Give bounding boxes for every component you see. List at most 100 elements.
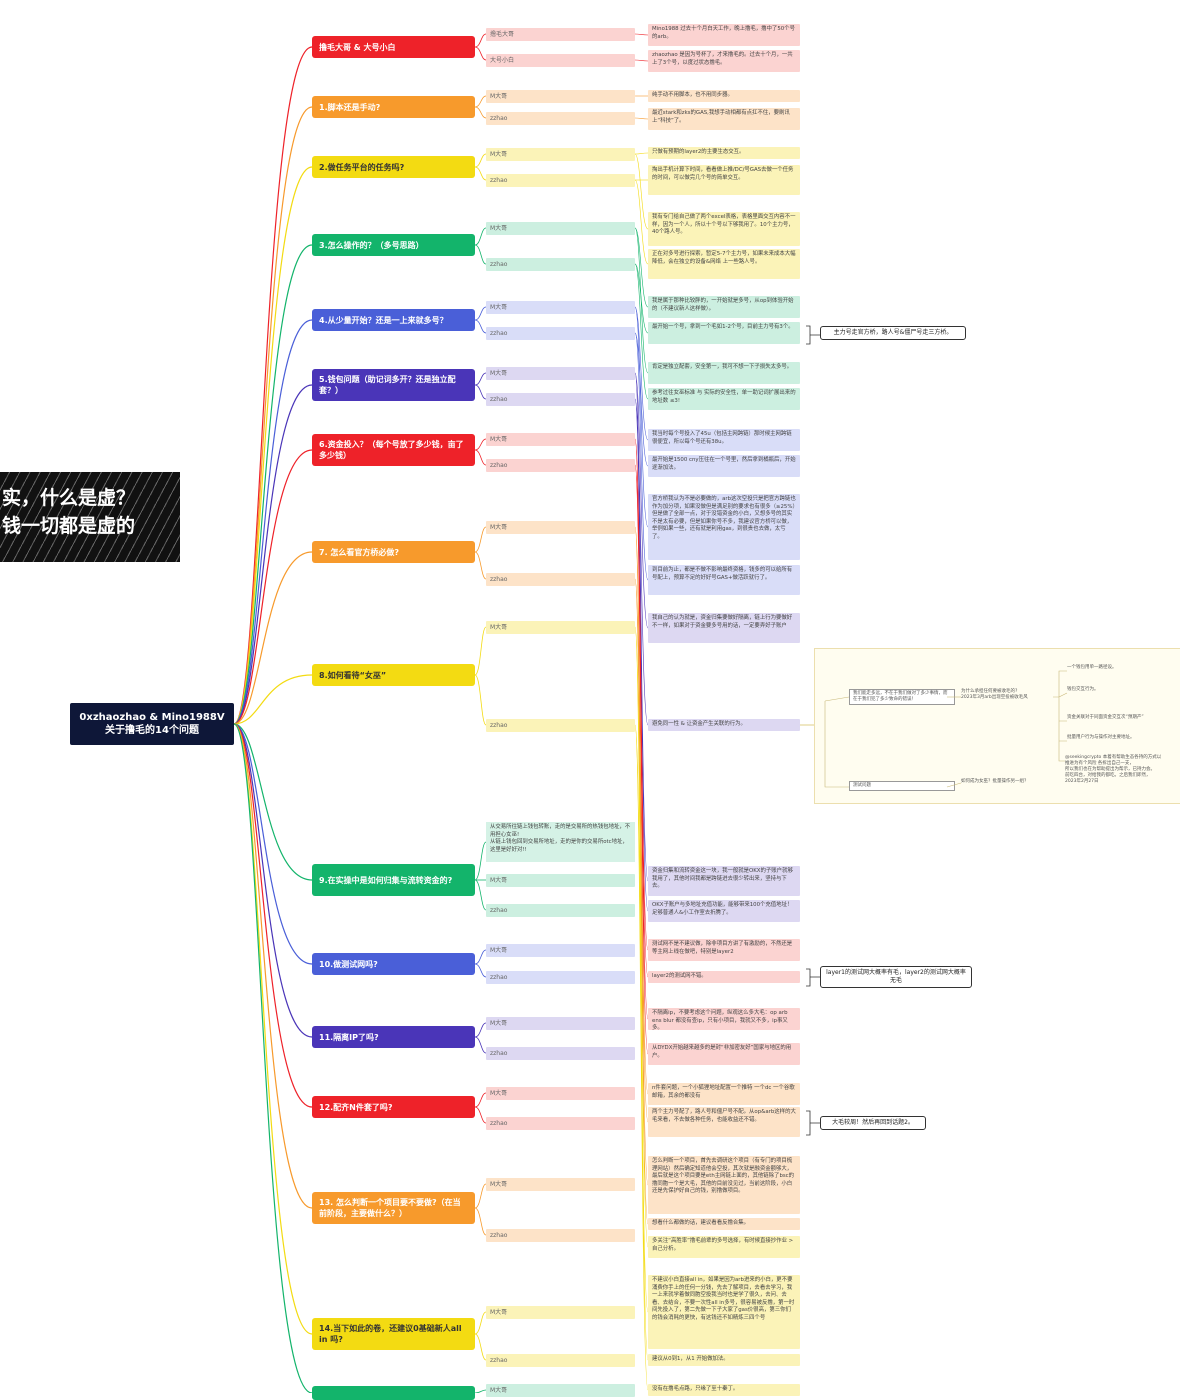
connector (634, 626, 649, 1361)
connector (474, 1036, 487, 1054)
connector (634, 117, 649, 120)
topic-node[interactable]: 8.如何看待“女巫” (312, 664, 475, 686)
branch-label[interactable]: zzhao (486, 174, 635, 187)
branch-label[interactable]: M大哥 (486, 521, 635, 534)
branch-label[interactable]: zzhao (486, 1229, 635, 1242)
topic-node[interactable]: 10.做测试网吗? (312, 953, 475, 975)
branch-label[interactable]: zzhao (486, 459, 635, 472)
topic-node[interactable]: 5.钱包问题（助记词多开？还是独立配套？） (312, 369, 475, 401)
connector (634, 578, 649, 1225)
branch-label[interactable]: M大哥 (486, 148, 635, 161)
branch-label[interactable]: zzhao (486, 112, 635, 125)
connector (233, 723, 313, 1393)
answer-note: 怎么判断一个项目，首先去调研这个项目（有专门的项目梳理网站）然后确定知道他会空投… (648, 1156, 800, 1214)
branch-label[interactable]: zzhao (486, 258, 635, 271)
answer-note: layer2的测试网不错。 (648, 971, 800, 983)
topic-node[interactable]: 7. 怎么看官方桥必做? (312, 541, 475, 563)
answer-note: 我是属于那种比较胖的，一开始就是多号，从op到体验开始的（不建议新人这样做）。 (648, 296, 800, 318)
embed-note-a: 我们能走多远，不在于我们做对了多少事情，而在于我们犯了多少致命的错误！ (849, 689, 955, 705)
branch-label[interactable]: zzhao (486, 327, 635, 340)
branch-label[interactable]: M大哥 (486, 1178, 635, 1191)
connector (474, 372, 487, 386)
embed-note-b: 为什么承担任何要被收毛的? 2023年3月arb出现空投被收毛风 (961, 689, 1028, 700)
answer-note: 最开始是1500 cny压往在一个号里，然后拿到橘瓶后，开始逐渐加法。 (648, 455, 800, 477)
topic-node[interactable]: 12.配齐N件套了吗? (312, 1096, 475, 1118)
connector (474, 227, 487, 246)
connector (233, 723, 313, 1108)
connector (806, 325, 820, 345)
branch-label[interactable]: M大哥 (486, 944, 635, 957)
branch-label[interactable]: zzhao (486, 904, 635, 917)
connector (474, 166, 487, 181)
connector (474, 319, 487, 334)
branch-label[interactable]: M大哥 (486, 1017, 635, 1030)
branch-label[interactable]: zzhao (486, 1354, 635, 1367)
connector (233, 106, 313, 725)
connector (474, 841, 487, 881)
connector (634, 398, 649, 726)
branch-label[interactable]: zzhao (486, 1047, 635, 1060)
branch-label[interactable]: M大哥 (486, 1306, 635, 1319)
branch-label[interactable]: zzhao (486, 719, 635, 732)
topic-node[interactable]: 6.资金投入？（每个号放了多少钱，亩了多少钱） (312, 434, 475, 466)
branch-label[interactable]: zzhao (486, 1117, 635, 1130)
branch-label[interactable]: M大哥 (486, 621, 635, 634)
connector (634, 332, 649, 467)
answer-note: n件套问题，一个小狐狸地址配置一个推特 一个dc 一个谷歌邮箱，其余的都没有 (648, 1083, 800, 1105)
topic-node[interactable]: 撸毛大哥 & 大号小白 (312, 36, 475, 58)
embed-connectors (824, 670, 1068, 788)
connector (233, 319, 313, 725)
answer-note: zhaozhao 是因为号杯了，才来撸毛的。过去十个月，一共上了3个号，以度过状… (648, 50, 800, 72)
answer-note: 多关注“高胜率”撸毛前辈的多号选择，有时候直接抄作业 > 自己分析。 (648, 1236, 800, 1258)
branch-label[interactable]: 大号小白 (486, 54, 635, 67)
connector (474, 551, 487, 580)
connector (233, 723, 313, 1335)
topic-node[interactable]: 2.做任务平台的任务吗? (312, 156, 475, 178)
branch-label[interactable]: zzhao (486, 393, 635, 406)
answer-note: OKX子账户与多地址充值功能，能够带来100个充值地址！足够普通人&小工作室去折… (648, 900, 800, 922)
answer-note: 正在对多号进行探索，暂定5-7个主力号，如果未来成本大幅降低，会在独立的设备&网… (648, 249, 800, 279)
topic-node[interactable]: 3.怎么操作的？（多号思路） (312, 234, 475, 256)
branch-label[interactable]: zzhao (486, 573, 635, 586)
branch-label[interactable]: M大哥 (486, 433, 635, 446)
embed-note-f: 批量用户行为与操作对主要地址。 (1067, 735, 1135, 740)
topic-node[interactable]: 13. 怎么判断一个项目要不要做?（在当前阶段，主要做什么？） (312, 1192, 475, 1224)
branch-label[interactable]: M大哥 (486, 367, 635, 380)
connector (634, 263, 649, 400)
branch-label[interactable]: M大哥 (486, 1384, 635, 1397)
connector (474, 674, 487, 726)
connector (474, 438, 487, 451)
topic-node[interactable] (312, 1386, 475, 1400)
answer-note: 我有专门给自己做了两个excel表格，表格里面交互内容不一样，因为一个人，所以十… (648, 212, 800, 246)
connector (634, 59, 649, 62)
branch-label[interactable]: 撸毛大哥 (486, 28, 635, 41)
topic-node[interactable]: 1.脚本还是手动? (312, 96, 475, 118)
branch-label[interactable]: M大哥 (486, 90, 635, 103)
branch-label[interactable]: M大哥 (486, 874, 635, 887)
root-node[interactable]: 0xzhaozhao & Mino1988V 关于撸毛的14个问题 (70, 703, 234, 745)
answer-note: 没有在撸毛点路，只缘了至十秦丁。 (648, 1384, 800, 1396)
embed-note-i: 如何成为女巫？批量操作另一组？ (961, 779, 1029, 784)
branch-label[interactable]: M大哥 (486, 1087, 635, 1100)
branch-label[interactable]: zzhao (486, 971, 635, 984)
topic-node[interactable]: 4.从少量开始？还是一上来就多号？ (312, 309, 475, 331)
topic-node[interactable]: 14.当下如此的卷，还建议0基础新人all in 吗? (312, 1318, 475, 1350)
connector (474, 963, 487, 978)
answer-note: 测试网不是不建议做，除非项目方讲了有激励的，不然还是等主网上线在做吧，特别是la… (648, 939, 800, 961)
connector (634, 153, 649, 230)
branch-label[interactable]: M大哥 (486, 301, 635, 314)
connector (474, 1333, 487, 1361)
connector (474, 1106, 487, 1124)
connector (634, 724, 649, 1391)
answer-note: 两个主力号配了，路人号和僵尸号不配。从op&arb这样的大毛来看，不去做各种任务… (648, 1107, 800, 1137)
connector (233, 723, 313, 881)
connector (233, 244, 313, 725)
connector (634, 332, 649, 581)
topic-node[interactable]: 11.隔离IP了吗? (312, 1026, 475, 1048)
callout-testnet: layer1的测试网大概率有毛，layer2的测试网大概率无毛 (820, 966, 972, 988)
topic-node[interactable]: 9.在实操中是如何归集与流转资金的? (312, 864, 475, 896)
banner-image: 实，什么是虚？ 钱一切都是虚的 (0, 472, 180, 562)
answer-note: Mino1988 过去十个月白天工作，晚上撸毛，撸中了50个号的arb。 (648, 24, 800, 46)
branch-label[interactable]: M大哥 (486, 222, 635, 235)
